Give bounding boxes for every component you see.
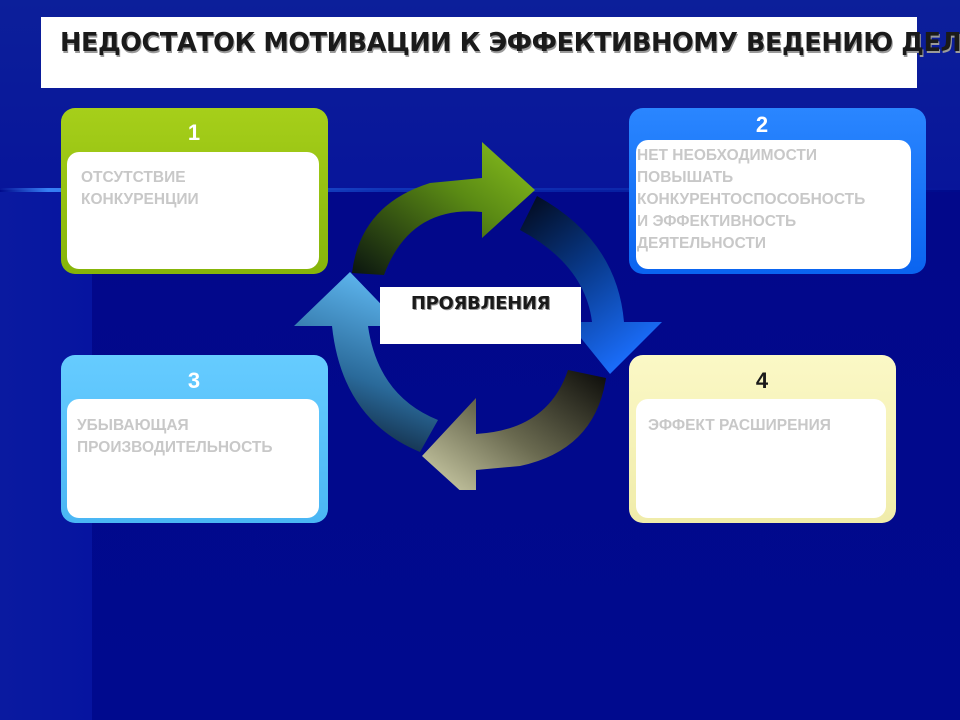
card-1-line-1: ОТСУТСТВИЕ: [81, 169, 186, 186]
title-box: [41, 17, 917, 88]
slide-title: НЕДОСТАТОК МОТИВАЦИИ К ЭФФЕКТИВНОМУ ВЕДЕ…: [60, 28, 960, 58]
card-2-line-4: И ЭФФЕКТИВНОСТЬ: [637, 213, 797, 230]
cycle-arrow-lightblue: [294, 272, 438, 452]
card-1: [61, 108, 328, 274]
card-2-line-3: КОНКУРЕНТОСПОСОБНОСТЬ: [637, 191, 866, 208]
card-4-line-1: ЭФФЕКТ РАСШИРЕНИЯ: [648, 417, 831, 434]
card-1-body: [67, 152, 319, 269]
card-3-number: 3: [187, 368, 201, 393]
card-3-line-1: УБЫВАЮЩАЯ: [77, 417, 189, 434]
cycle-arrow-blue: [520, 196, 662, 374]
card-1-number: 1: [187, 120, 201, 145]
center-box: [380, 287, 581, 344]
card-2-line-2: ПОВЫШАТЬ: [637, 169, 734, 186]
card-1-text: ОТСУТСТВИЕ КОНКУРЕНЦИИ: [81, 167, 199, 211]
card-4-number: 4: [755, 368, 769, 393]
card-2-text: НЕТ НЕОБХОДИМОСТИ ПОВЫШАТЬ КОНКУРЕНТОСПО…: [637, 145, 865, 255]
card-2-body: [636, 140, 911, 269]
card-4-text: ЭФФЕКТ РАСШИРЕНИЯ: [648, 415, 831, 437]
card-3-body: [67, 399, 319, 518]
card-2: [629, 108, 926, 274]
card-1-line-2: КОНКУРЕНЦИИ: [81, 191, 199, 208]
card-4: [629, 355, 896, 523]
card-3-text: УБЫВАЮЩАЯ ПРОИЗВОДИТЕЛЬНОСТЬ: [77, 415, 273, 459]
card-2-number: 2: [755, 112, 769, 137]
cycle-arrow-cream: [422, 370, 606, 490]
card-3-line-2: ПРОИЗВОДИТЕЛЬНОСТЬ: [77, 439, 273, 456]
card-2-line-5: ДЕЯТЕЛЬНОСТИ: [637, 235, 767, 252]
center-label: ПРОЯВЛЕНИЯ: [410, 293, 551, 314]
cycle-arrow-green: [352, 142, 535, 275]
card-3: [61, 355, 328, 523]
card-4-body: [636, 399, 886, 518]
card-2-line-1: НЕТ НЕОБХОДИМОСТИ: [637, 147, 818, 164]
cycle-diagram: [294, 142, 662, 490]
